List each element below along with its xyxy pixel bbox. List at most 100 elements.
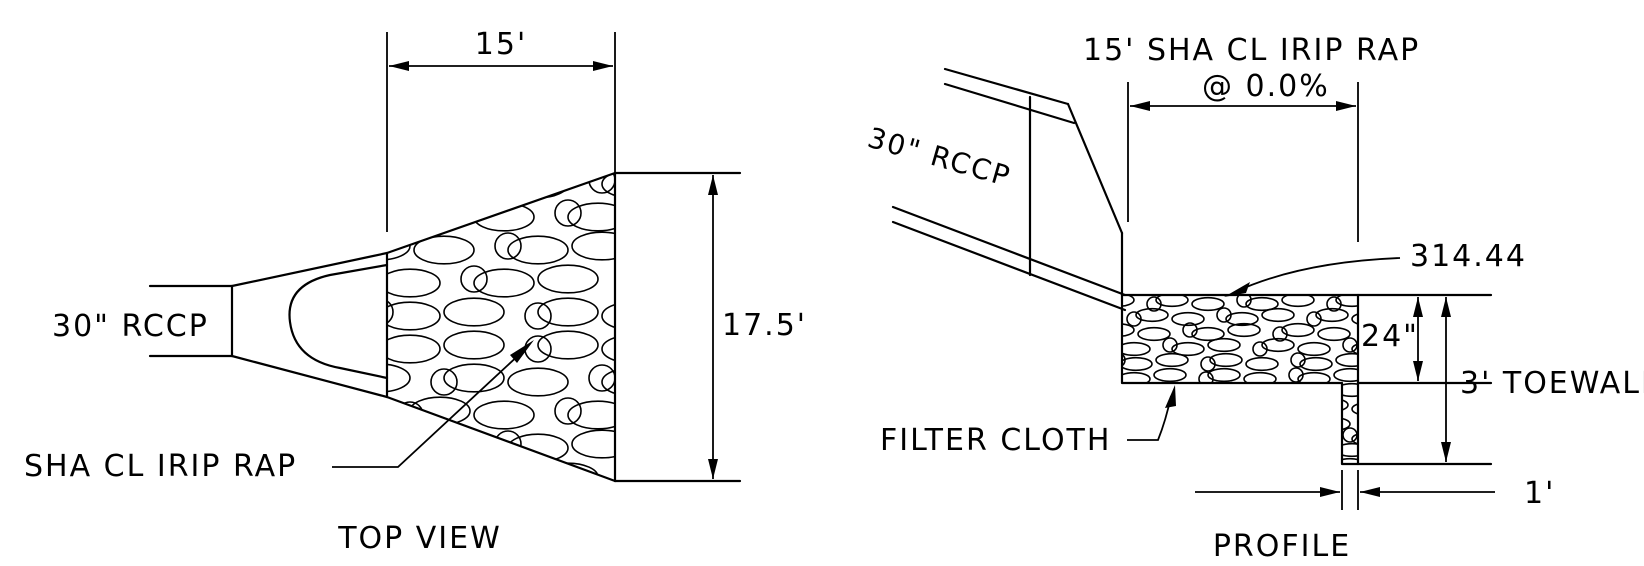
stone-shape	[537, 462, 599, 481]
stone-shape	[1171, 311, 1205, 327]
stone-shape	[1351, 431, 1358, 447]
stone-shape	[1153, 367, 1187, 383]
stone-shape	[1317, 326, 1351, 342]
stone-shape	[443, 297, 505, 327]
dim-length-label: 15'	[475, 27, 527, 62]
stone-shape	[619, 270, 645, 296]
view-title-profile: PROFILE	[1213, 529, 1351, 564]
stone-shape	[601, 334, 615, 364]
stone-shape	[1245, 296, 1279, 312]
stone-shape	[1315, 307, 1349, 323]
stone-shape	[1135, 397, 1169, 413]
riprap-leader	[332, 340, 534, 468]
stone-shape	[1122, 382, 1135, 398]
stone-shape	[1225, 401, 1259, 417]
dim-riprap-length	[1127, 82, 1359, 242]
stone-shape	[537, 330, 599, 360]
stone-shape	[409, 198, 471, 228]
dim-length: 15'	[386, 27, 616, 232]
stone-shape	[1209, 442, 1243, 458]
stone-shape	[567, 202, 615, 232]
stone-shape	[1281, 295, 1315, 308]
stone-shape	[1171, 341, 1205, 357]
stone-shape	[1333, 367, 1358, 383]
stone-shape	[413, 235, 475, 265]
stone-shape	[409, 396, 471, 426]
stone-shape	[1351, 401, 1358, 417]
stone-shape	[554, 397, 582, 425]
stone-shape	[473, 202, 535, 232]
stone-shape	[1297, 431, 1331, 447]
stone-shape	[430, 368, 458, 396]
stone-shape	[1122, 461, 1151, 464]
top-view: 15' 17.5' 30" RCCP SHA CL IRIP RAP TOP V…	[24, 27, 805, 556]
stone-shape	[1299, 356, 1333, 372]
stone-shape	[537, 264, 599, 294]
riprap-label: SHA CL IRIP RAP	[24, 449, 297, 484]
stone-shape	[473, 268, 535, 298]
stone-shape	[1126, 401, 1142, 417]
pipe-label-profile: 30" RCCP	[864, 121, 1015, 193]
stone-shape	[1315, 397, 1349, 413]
stone-shape	[1191, 326, 1225, 342]
stone-shape	[1306, 401, 1322, 417]
stone-shape	[1297, 461, 1331, 464]
stone-shape	[1317, 416, 1351, 432]
pipe-label: 30" RCCP	[52, 309, 209, 344]
stone-shape	[1209, 352, 1243, 368]
stone-shape	[1351, 311, 1358, 327]
stone-shape	[567, 400, 615, 430]
stone-shape	[443, 173, 505, 195]
stone-shape	[537, 297, 599, 327]
stone-shape	[1245, 386, 1279, 402]
stone-shape	[1122, 446, 1153, 462]
stone-shape	[413, 433, 475, 463]
stone-shape	[1281, 322, 1315, 338]
stone-shape	[1122, 431, 1151, 447]
stone-shape	[507, 235, 569, 265]
stone-shape	[387, 466, 441, 481]
toewall-label: 3' TOEWALL	[1460, 366, 1644, 401]
stone-shape	[1155, 352, 1189, 368]
stone-shape	[387, 268, 441, 298]
stone-shape	[1225, 311, 1259, 327]
stone-shape	[443, 330, 505, 360]
stone-shape	[1171, 401, 1205, 417]
stone-shape	[387, 231, 411, 261]
stone-shape	[387, 334, 441, 364]
stone-shape	[1122, 442, 1126, 458]
stone-shape	[1299, 446, 1333, 462]
stone-shape	[1162, 427, 1178, 443]
pipe-outline-profile	[891, 67, 1127, 312]
riprap-apron	[385, 171, 742, 483]
stone-shape	[494, 232, 522, 260]
stone-shape	[1198, 461, 1214, 464]
stone-shape	[460, 265, 488, 293]
profile-view: 15' SHA CL IRIP RAP @ 0.0% 30" RCCP 314.…	[864, 33, 1644, 564]
stone-shape	[1155, 295, 1189, 308]
stone-shape	[1207, 427, 1241, 443]
stone-shape	[601, 367, 615, 397]
stone-shape	[1261, 427, 1295, 443]
stone-shape	[601, 301, 615, 331]
stone-shape	[554, 199, 582, 227]
stone-shape	[1261, 307, 1295, 323]
elevation-leader	[1224, 257, 1401, 297]
stone-shape	[1182, 412, 1198, 428]
stone-shape	[1288, 457, 1304, 464]
stone-shape	[507, 173, 569, 199]
stone-shape	[1153, 457, 1187, 464]
stone-shape	[387, 363, 411, 393]
stone-shape	[396, 203, 424, 231]
stone-shape	[387, 429, 411, 459]
stone-shape	[1297, 341, 1331, 357]
stone-shape	[473, 400, 535, 430]
stone-shape	[1243, 461, 1277, 464]
stone-shape	[571, 231, 615, 261]
riprap-title-line1: 15' SHA CL IRIP RAP	[1083, 33, 1420, 68]
stone-shape	[1261, 397, 1295, 413]
stone-shape	[387, 298, 394, 326]
stone-shape	[1137, 326, 1171, 342]
stone-shape	[1207, 457, 1241, 464]
